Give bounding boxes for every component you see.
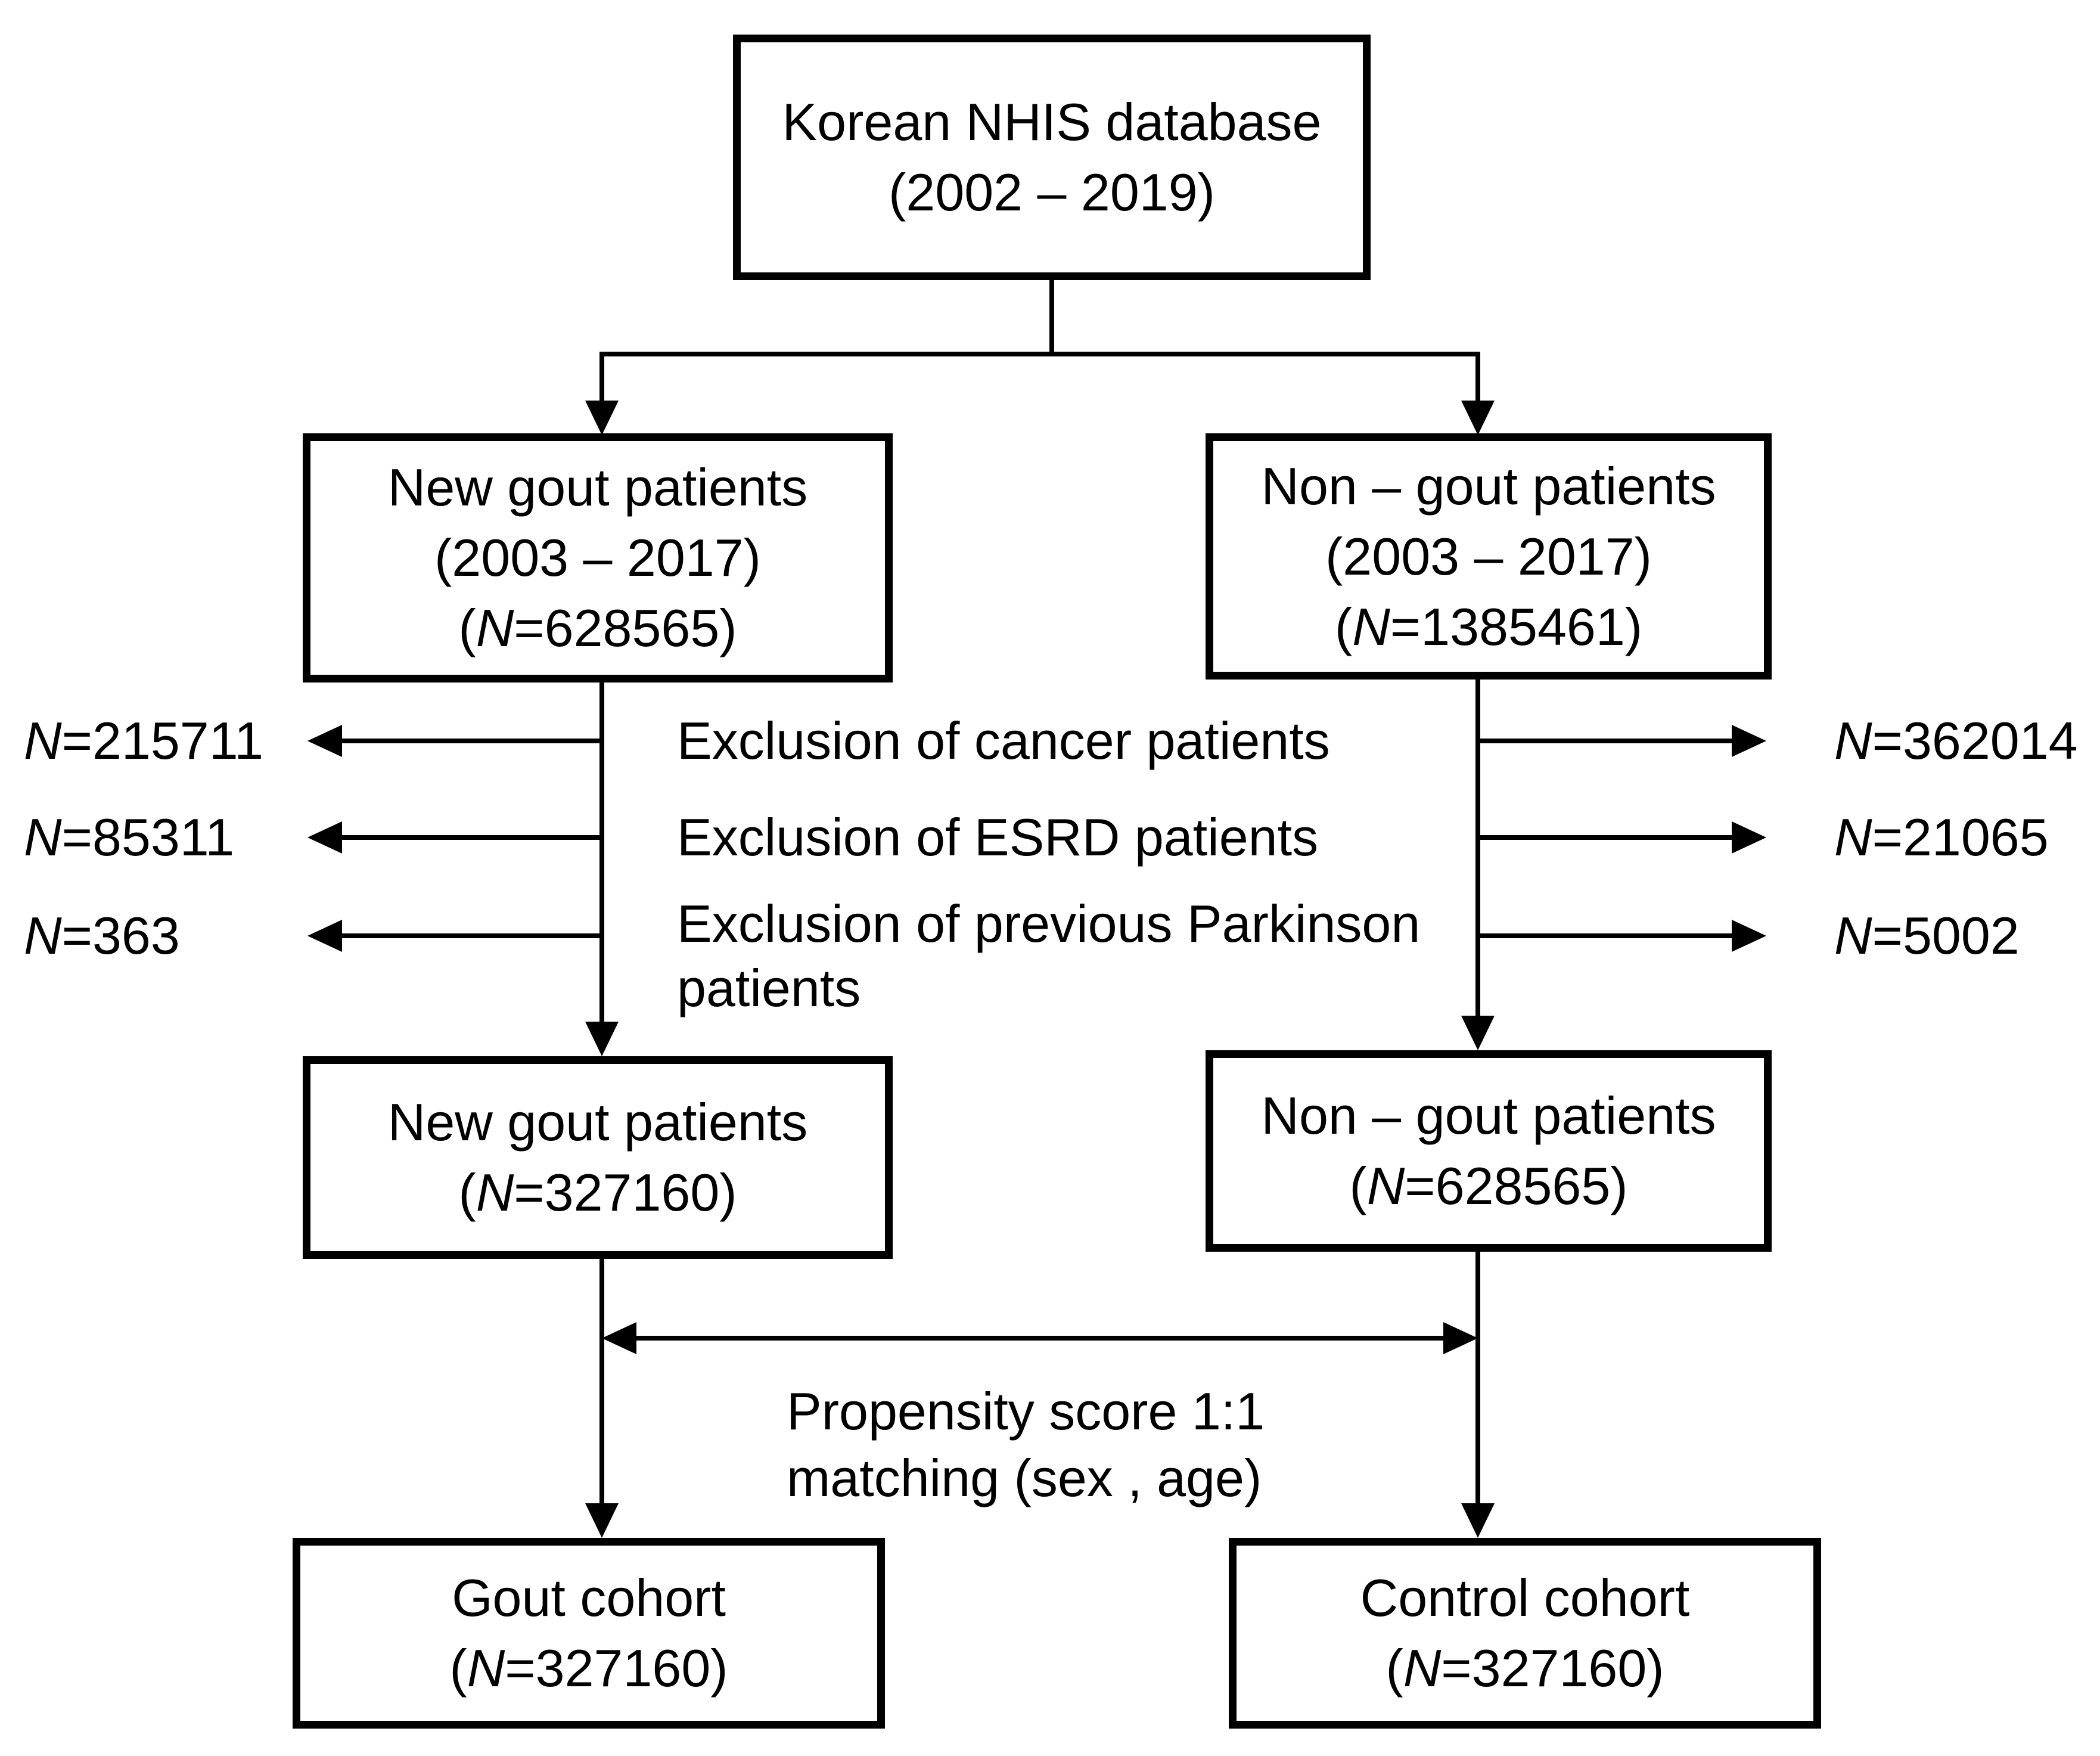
- arrow-exclusion-right-cancer: [1478, 739, 1736, 743]
- connector-branch-right-vertical: [1475, 352, 1480, 407]
- arrow-exclusion-right-parkinson: [1478, 933, 1736, 938]
- arrowhead-right-cancer: [1732, 725, 1766, 757]
- italic-n: N: [476, 1163, 514, 1222]
- italic-n: N: [476, 598, 514, 657]
- n-count-excluded-gout-parkinson: N=363: [24, 906, 180, 965]
- n-count-excluded-nongout-esrd: N=21065: [1834, 808, 2049, 867]
- italic-n: N: [1834, 808, 1872, 867]
- arrow-exclusion-left-parkinson: [337, 933, 602, 938]
- box-line: Gout cohort: [452, 1568, 726, 1627]
- box-line: Korean NHIS database: [782, 92, 1322, 151]
- box-line-n-count: (N=628565): [1349, 1156, 1628, 1215]
- italic-n: N: [1403, 1639, 1442, 1698]
- box-line: Non – gout patients: [1261, 456, 1716, 516]
- n-count-excluded-gout-cancer: N=215711: [24, 711, 264, 770]
- box-korean-nhis-database: Korean NHIS database (2002 – 2019): [733, 35, 1371, 280]
- exclusion-label-cancer: Exclusion of cancer patients: [677, 711, 1330, 770]
- box-line: Control cohort: [1360, 1568, 1690, 1627]
- matching-label-line: Propensity score 1:1: [787, 1382, 1265, 1441]
- italic-n: N: [1834, 906, 1872, 965]
- box-gout-cohort: Gout cohort (N=327160): [293, 1538, 885, 1729]
- arrowhead-left-cancer: [307, 725, 342, 757]
- box-line: (2003 – 2017): [1325, 526, 1652, 586]
- arrow-exclusion-left-cancer: [337, 739, 602, 743]
- exclusion-label-line: patients: [677, 958, 861, 1017]
- arrow-exclusion-right-esrd: [1478, 835, 1736, 840]
- arrowhead-down-to-gout-cohort: [585, 1503, 619, 1538]
- arrowhead-matching-right: [1443, 1322, 1478, 1354]
- connector-stem-from-source: [1049, 278, 1054, 354]
- matching-label: Propensity score 1:1 matching (sex , age…: [787, 1378, 1265, 1512]
- n-count-excluded-nongout-parkinson: N=5002: [1834, 906, 2020, 965]
- connector-branch-left-vertical: [599, 352, 604, 407]
- box-line: New gout patients: [387, 1093, 808, 1152]
- box-line-n-count: (N=628565): [458, 598, 737, 657]
- box-new-gout-patients-filtered: New gout patients (N=327160): [303, 1056, 893, 1259]
- box-line-n-count: (N=327160): [1385, 1639, 1664, 1698]
- italic-n: N: [1834, 711, 1872, 770]
- box-line: (2003 – 2017): [434, 528, 761, 587]
- n-count-excluded-gout-esrd: N=85311: [24, 808, 235, 867]
- n-count-excluded-nongout-cancer: N=362014: [1834, 711, 2078, 770]
- connector-branch-horizontal: [599, 352, 1480, 356]
- box-line-n-count: (N=327160): [458, 1163, 737, 1222]
- box-line: (2002 – 2019): [889, 163, 1215, 222]
- arrowhead-left-esrd: [307, 821, 342, 854]
- arrowhead-down-to-gout-initial: [585, 401, 619, 435]
- arrow-matching-double-shaft: [629, 1336, 1450, 1341]
- arrowhead-down-to-nongout-initial: [1461, 401, 1495, 435]
- connector-nongout-exclusion-vertical: [1475, 680, 1480, 1019]
- box-line: New gout patients: [387, 458, 808, 517]
- exclusion-label-esrd: Exclusion of ESRD patients: [677, 808, 1319, 867]
- box-new-gout-patients-initial: New gout patients (2003 – 2017) (N=62856…: [303, 433, 893, 682]
- arrow-exclusion-left-esrd: [337, 835, 602, 840]
- box-line-n-count: (N=1385461): [1334, 597, 1643, 656]
- box-line: Non – gout patients: [1261, 1086, 1716, 1145]
- italic-n: N: [24, 711, 62, 770]
- box-line-n-count: (N=327160): [449, 1639, 728, 1698]
- matching-label-line: matching (sex , age): [787, 1448, 1262, 1507]
- italic-n: N: [24, 906, 62, 965]
- exclusion-label-line: Exclusion of previous Parkinson: [677, 894, 1421, 953]
- italic-n: N: [467, 1639, 505, 1698]
- arrowhead-down-to-gout-filtered: [585, 1022, 619, 1056]
- arrowhead-down-to-nongout-filtered: [1461, 1016, 1495, 1050]
- box-non-gout-patients-filtered: Non – gout patients (N=628565): [1206, 1050, 1772, 1252]
- italic-n: N: [1366, 1156, 1405, 1215]
- italic-n: N: [1352, 597, 1390, 656]
- connector-gout-exclusion-vertical: [599, 682, 604, 1025]
- arrowhead-down-to-control-cohort: [1461, 1503, 1495, 1538]
- italic-n: N: [24, 808, 62, 867]
- exclusion-label-parkinson: Exclusion of previous Parkinson patients: [677, 892, 1420, 1020]
- box-non-gout-patients-initial: Non – gout patients (2003 – 2017) (N=138…: [1206, 433, 1772, 680]
- arrowhead-left-parkinson: [307, 920, 342, 952]
- connector-nongout-matching-vertical: [1475, 1252, 1480, 1507]
- arrowhead-right-esrd: [1732, 821, 1766, 854]
- box-control-cohort: Control cohort (N=327160): [1229, 1538, 1821, 1729]
- arrowhead-right-parkinson: [1732, 920, 1766, 952]
- connector-gout-matching-vertical: [599, 1259, 604, 1507]
- arrowhead-matching-left: [602, 1322, 636, 1354]
